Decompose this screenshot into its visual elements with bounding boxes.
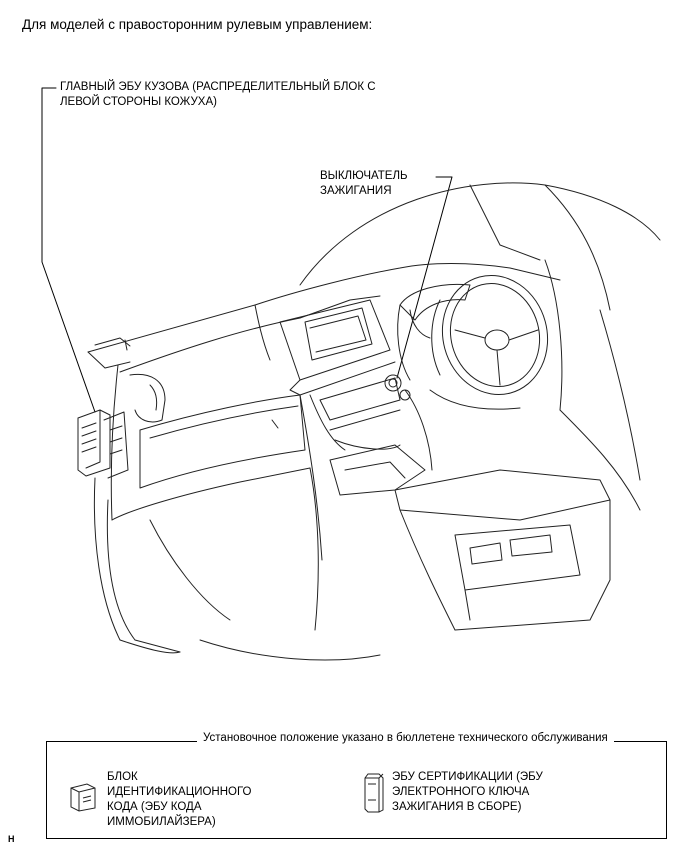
legend-title: Установочное положение указано в бюллете… — [197, 731, 614, 746]
figure-code: H — [8, 834, 15, 844]
id-code-box-icon — [70, 783, 96, 812]
main-body-ecu-callout: ГЛАВНЫЙ ЭБУ КУЗОВА (РАСПРЕДЕЛИТЕЛЬНЫЙ БЛ… — [60, 81, 376, 108]
glove-box — [139, 394, 306, 489]
certification-ecu-icon — [364, 773, 384, 813]
ignition-switch-callout: ВЫКЛЮЧАТЕЛЬ ЗАЖИГАНИЯ — [320, 170, 408, 197]
legend-item-certification-ecu: ЭБУ СЕРТИФИКАЦИИ (ЭБУ ЭЛЕКТРОННОГО КЛЮЧА… — [392, 771, 543, 813]
windshield-frame — [299, 182, 661, 286]
dashboard-illustration — [41, 87, 661, 661]
steering-wheel — [431, 275, 549, 395]
ignition-switch-graphic — [384, 374, 411, 401]
page-heading: Для моделей с правосторонним рулевым упр… — [22, 17, 373, 32]
main-body-ecu-box — [77, 409, 129, 479]
leader-line-ignition-switch — [396, 176, 453, 379]
rear-console — [329, 444, 611, 631]
dashboard-top — [87, 263, 561, 353]
leader-line-main-body-ecu — [41, 87, 96, 413]
legend-item-id-code-box: БЛОК ИДЕНТИФИКАЦИОННОГО КОДА (ЭБУ КОДА И… — [107, 771, 252, 828]
instrument-cluster — [399, 283, 471, 321]
legend-box: Установочное положение указано в бюллете… — [46, 731, 667, 839]
